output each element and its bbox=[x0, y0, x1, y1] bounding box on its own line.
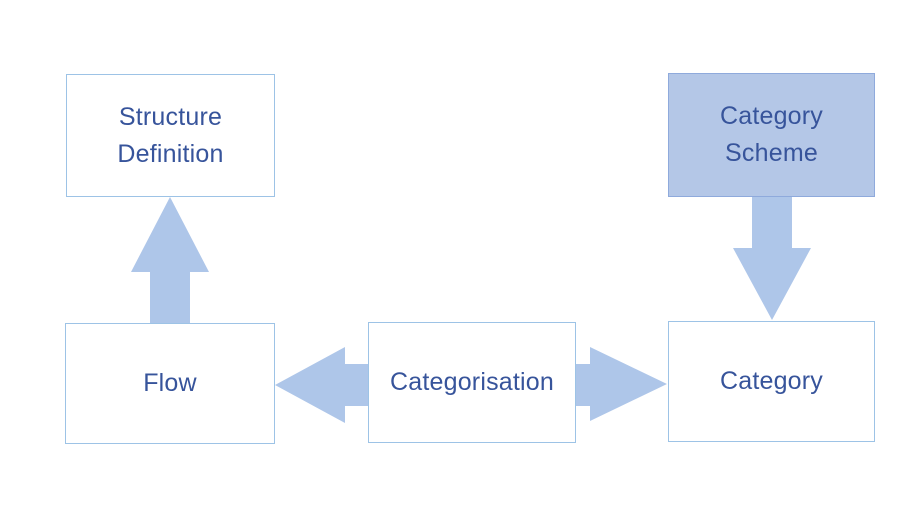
arrow-down-category-scheme-to-category bbox=[733, 197, 811, 320]
node-flow: Flow bbox=[65, 323, 275, 444]
arrow-up-flow-to-structure-definition bbox=[131, 197, 209, 323]
node-category-scheme-label: Category Scheme bbox=[719, 102, 824, 167]
node-category-label: Category bbox=[719, 367, 824, 395]
node-structure-definition-label: Structure Definition bbox=[117, 102, 224, 168]
node-categorisation: Categorisation bbox=[368, 322, 576, 443]
node-category-scheme: Category Scheme bbox=[668, 73, 875, 197]
node-category: Category bbox=[668, 321, 875, 442]
node-categorisation-label: Categorisation bbox=[389, 368, 554, 396]
arrow-left-categorisation-to-flow bbox=[275, 347, 368, 423]
node-structure-definition: Structure Definition bbox=[66, 74, 275, 197]
arrow-right-categorisation-to-category bbox=[576, 347, 667, 421]
node-flow-label: Flow bbox=[143, 369, 197, 397]
